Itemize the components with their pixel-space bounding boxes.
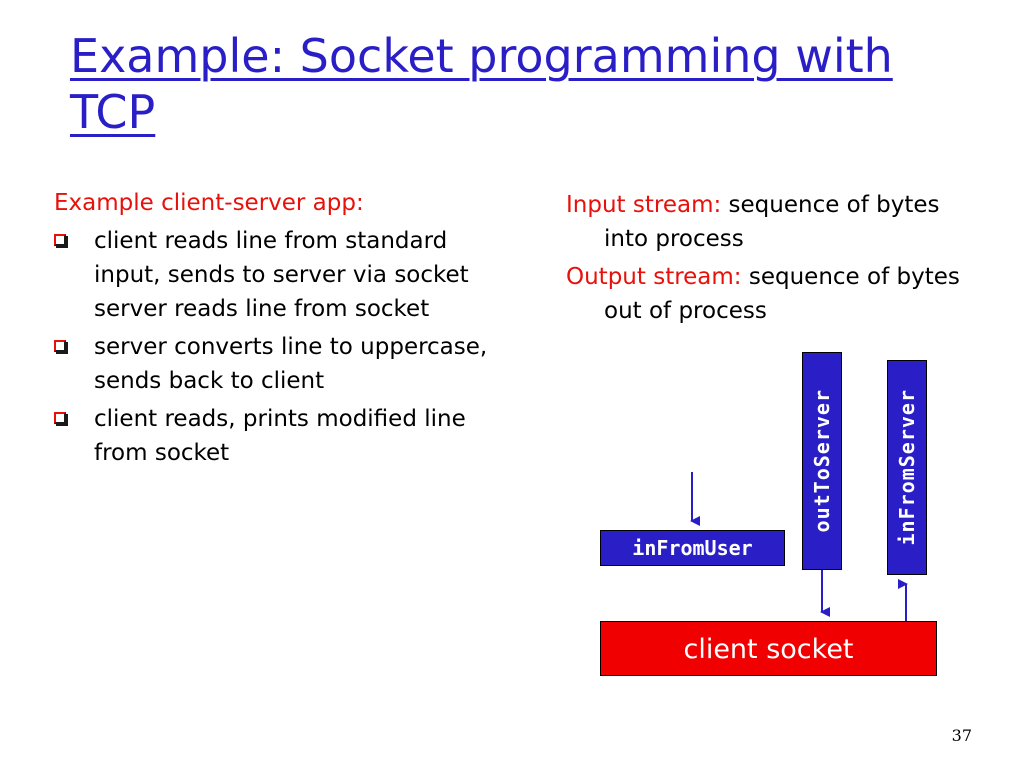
input-stream-label: Input stream: bbox=[566, 192, 722, 218]
right-column: Input stream: sequence of bytes into pro… bbox=[566, 188, 966, 332]
in-from-server-stream: inFromServer bbox=[887, 360, 927, 575]
in-from-user-stream: inFromUser bbox=[600, 530, 785, 566]
page-number: 37 bbox=[951, 726, 972, 745]
client-socket-box: client socket bbox=[600, 621, 937, 676]
square-bullet-icon bbox=[54, 412, 66, 424]
input-stream-definition: Input stream: sequence of bytes into pro… bbox=[566, 188, 966, 256]
bullet-list: client reads line from standard input, s… bbox=[54, 224, 494, 470]
bullet-text: server converts line to uppercase, sends… bbox=[94, 334, 488, 394]
bullet-text: client reads, prints modified line from … bbox=[94, 406, 466, 466]
out-to-server-stream: outToServer bbox=[802, 352, 842, 570]
bullet-item: server converts line to uppercase, sends… bbox=[54, 330, 494, 398]
bullet-item: client reads, prints modified line from … bbox=[54, 402, 494, 470]
square-bullet-icon bbox=[54, 340, 66, 352]
slide-title: Example: Socket programming with TCP bbox=[70, 29, 893, 139]
in-from-server-label: inFromServer bbox=[895, 389, 919, 546]
bullet-text: client reads line from standard input, s… bbox=[94, 228, 469, 322]
square-bullet-icon bbox=[54, 234, 66, 246]
input-stream-text: sequence of bytes into process bbox=[604, 192, 940, 252]
output-stream-label: Output stream: bbox=[566, 264, 742, 290]
output-stream-text: sequence of bytes out of process bbox=[604, 264, 960, 324]
bullet-item: client reads line from standard input, s… bbox=[54, 224, 494, 326]
out-to-server-label: outToServer bbox=[810, 389, 834, 533]
output-stream-definition: Output stream: sequence of bytes out of … bbox=[566, 260, 966, 328]
example-intro: Example client-server app: bbox=[54, 190, 364, 216]
left-column: Example client-server app: client reads … bbox=[54, 186, 494, 474]
